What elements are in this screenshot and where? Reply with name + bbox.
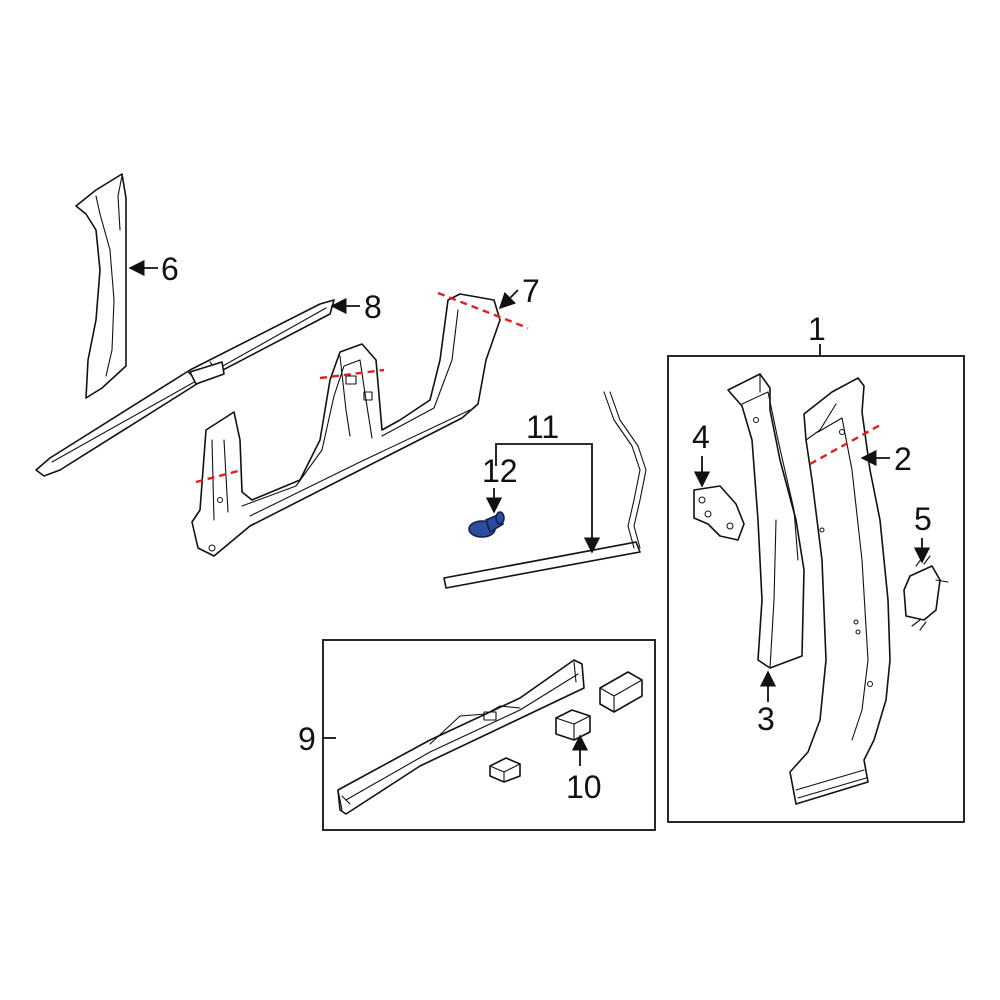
part-3-pillar-reinforcement[interactable] <box>727 373 805 669</box>
part-10-bracket-a[interactable] <box>555 709 591 741</box>
leader-lines <box>128 259 931 766</box>
callout-labels: 1 2 3 4 5 6 7 8 9 10 11 12 <box>161 251 932 805</box>
part-7-side-panel[interactable] <box>191 293 501 557</box>
callout-1: 1 <box>808 311 826 347</box>
group-box-1 <box>667 355 965 823</box>
part-2-pillar-panel[interactable] <box>789 377 891 805</box>
callout-12: 12 <box>482 453 518 489</box>
callout-6: 6 <box>161 251 179 287</box>
callout-8: 8 <box>364 289 382 325</box>
callout-2: 2 <box>894 441 912 477</box>
callout-3: 3 <box>757 701 775 737</box>
cut-lines <box>195 291 883 484</box>
callout-10: 10 <box>566 769 602 805</box>
part-6-pillar-trim[interactable] <box>75 173 127 399</box>
callout-4: 4 <box>692 419 710 455</box>
part-4-bracket[interactable] <box>693 485 745 541</box>
group-box-9 <box>322 639 656 831</box>
part-8-molding-strip[interactable] <box>35 299 335 477</box>
part-10-bracket-c[interactable] <box>489 757 521 783</box>
part-12-clip[interactable] <box>468 511 505 538</box>
callout-7: 7 <box>522 273 540 309</box>
callout-11: 11 <box>526 409 559 445</box>
part-5-cover[interactable] <box>903 555 949 631</box>
part-9-rocker-panel[interactable] <box>337 659 585 815</box>
part-10-bracket-b[interactable] <box>599 671 643 713</box>
callout-5: 5 <box>914 501 932 537</box>
callout-9: 9 <box>298 721 316 757</box>
